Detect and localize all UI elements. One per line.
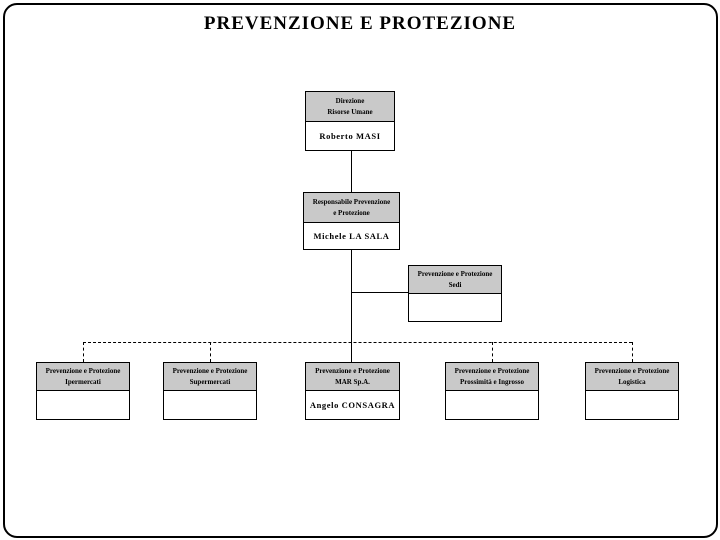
org-node-role: Prevenzione e Protezione MAR Sp.A. — [306, 363, 399, 391]
connector-stub-logistica — [632, 342, 633, 362]
connector-to-sedi — [352, 292, 408, 293]
org-node-role: Responsabile Prevenzione e Protezione — [304, 193, 399, 223]
org-node-person: Angelo CONSAGRA — [309, 400, 396, 410]
org-node-prossimita-ingrosso: Prevenzione e Protezione Prossimità e In… — [445, 362, 539, 420]
org-node-person — [37, 391, 129, 419]
connector-stub-supermercati — [210, 342, 211, 362]
connector-stub-ipermercati — [83, 342, 84, 362]
org-node-role: Prevenzione e Protezione Logistica — [586, 363, 678, 391]
connector-row-dashed — [83, 342, 632, 343]
org-node-role: Prevenzione e Protezione Supermercati — [164, 363, 256, 391]
connector-direzione-responsabile — [351, 151, 352, 192]
org-node-role: Prevenzione e Protezione Prossimità e In… — [446, 363, 538, 391]
org-node-ipermercati: Prevenzione e Protezione Ipermercati — [36, 362, 130, 420]
org-node-logistica: Prevenzione e Protezione Logistica — [585, 362, 679, 420]
org-node-person — [586, 391, 678, 419]
connector-stub-prossimita — [492, 342, 493, 362]
org-node-role: Prevenzione e Protezione Sedi — [409, 266, 501, 294]
page-border — [3, 3, 718, 538]
org-node-role: Direzione Risorse Umane — [306, 92, 394, 122]
org-node-person: Michele LA SALA — [313, 231, 390, 241]
org-node-supermercati: Prevenzione e Protezione Supermercati — [163, 362, 257, 420]
org-node-responsabile-prevenzione: Responsabile Prevenzione e Protezione Mi… — [303, 192, 400, 250]
page-title: PREVENZIONE E PROTEZIONE — [203, 13, 517, 34]
org-node-person: Roberto MASI — [319, 131, 381, 141]
org-node-person — [446, 391, 538, 419]
org-node-mar-spa: Prevenzione e Protezione MAR Sp.A. Angel… — [305, 362, 400, 420]
org-node-person — [164, 391, 256, 419]
connector-responsabile-row — [351, 250, 352, 362]
org-node-role: Prevenzione e Protezione Ipermercati — [37, 363, 129, 391]
org-node-direzione-risorse-umane: Direzione Risorse Umane Roberto MASI — [305, 91, 395, 151]
org-node-sedi: Prevenzione e Protezione Sedi — [408, 265, 502, 322]
org-node-person — [409, 294, 501, 321]
